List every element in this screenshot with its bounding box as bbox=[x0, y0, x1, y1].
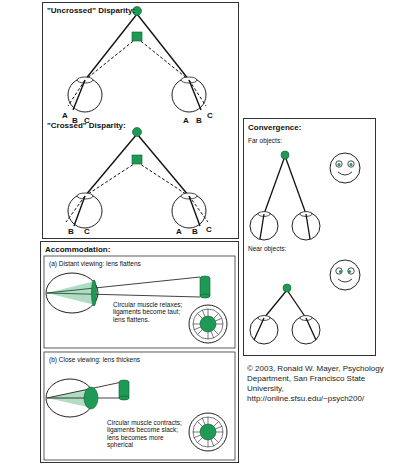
retina-letter: C bbox=[84, 117, 90, 125]
copyright-note: © 2003, Ronald W. Mayer, Psychology Depa… bbox=[247, 364, 397, 404]
face-near bbox=[330, 260, 360, 290]
retina-letter: C bbox=[206, 226, 212, 234]
retina-letter: B bbox=[72, 117, 78, 125]
disparity-panel: "Uncrossed" Disparity: "Crossed" Disparit… bbox=[42, 2, 239, 239]
section-heading: Convergence: bbox=[248, 123, 368, 132]
uncrossed-figure bbox=[68, 7, 206, 113]
convergence-panel: Convergence: Far objects: Near objects: bbox=[243, 118, 376, 356]
accommodation-figure bbox=[44, 256, 235, 460]
section-heading: Accommodation: bbox=[45, 245, 195, 254]
caption-text: Circular muscle contracts; ligaments bec… bbox=[107, 419, 185, 449]
retina-letter: A bbox=[62, 112, 68, 120]
retina-letter: B bbox=[192, 228, 198, 236]
retina-letter: B bbox=[196, 117, 202, 125]
retina-letter: B bbox=[68, 228, 74, 236]
caption-text: Circular muscle relaxes; ligaments becom… bbox=[113, 301, 183, 323]
condition-label: Far objects: bbox=[248, 137, 328, 144]
condition-label: (a) Distant viewing: lens flattens bbox=[49, 260, 199, 267]
retina-letter: A bbox=[183, 117, 189, 125]
retina-letter: C bbox=[84, 228, 90, 236]
accommodation-panel: Accommodation: (a) Distant viewing: lens … bbox=[40, 241, 239, 463]
retina-letter: A bbox=[176, 228, 182, 236]
condition-label: Near objects: bbox=[248, 245, 328, 252]
face-far bbox=[330, 153, 360, 183]
retina-letter: C bbox=[207, 112, 213, 120]
section-heading: "Uncrossed" Disparity: bbox=[47, 6, 197, 15]
condition-label: (b) Close viewing: lens thickens bbox=[49, 356, 199, 363]
crossed-figure bbox=[66, 128, 208, 229]
section-heading: "Crossed" Disparity: bbox=[47, 121, 197, 130]
